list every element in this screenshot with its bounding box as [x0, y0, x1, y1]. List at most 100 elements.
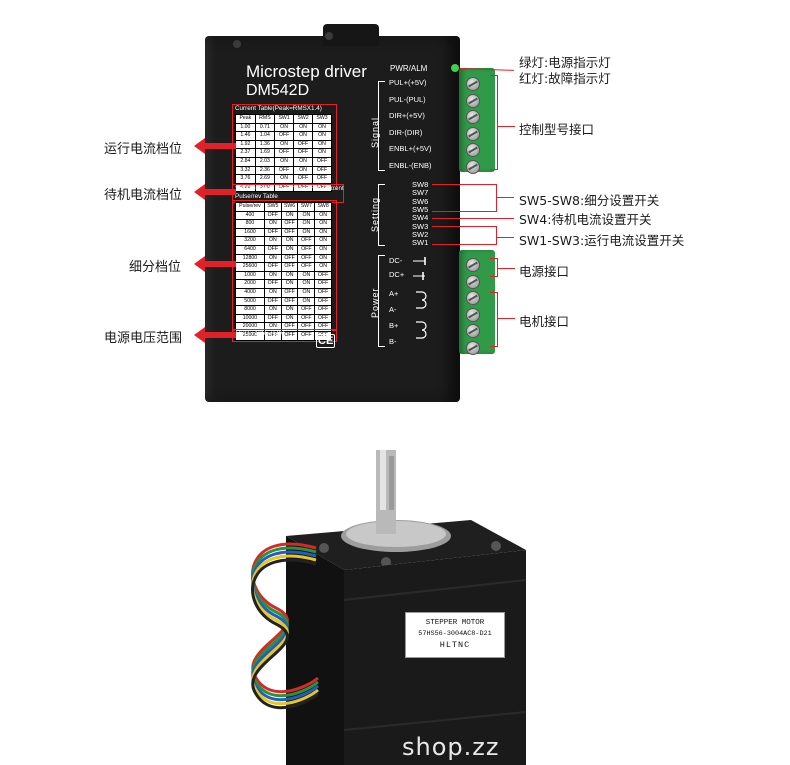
switch-label: SW8 — [412, 180, 429, 189]
current-table-cell: OFF — [274, 131, 295, 141]
pulse-table-cell: OFF — [314, 313, 332, 324]
motor-label-line1: STEPPER MOTOR — [425, 619, 485, 627]
bracket-power-bottom — [490, 276, 498, 278]
bracket-motor-vert — [497, 292, 499, 347]
terminal-screw — [466, 77, 480, 91]
pulse-table-cell: OFF — [263, 244, 282, 255]
current-table-cell: OFF — [293, 174, 314, 184]
bracket-sw1-3 — [496, 226, 498, 245]
current-table-header-cell: RMS — [254, 114, 276, 124]
mounting-hole — [233, 40, 241, 48]
pulse-table-cell: OFF — [314, 305, 332, 315]
setting-bracket — [378, 184, 385, 246]
pulse-table-cell: ON — [280, 210, 299, 221]
pulse-table-header-cell: SW6 — [280, 202, 299, 212]
bracket-signal-top — [490, 75, 498, 77]
current-table-cell: OFF — [312, 156, 332, 167]
current-table-cell: OFF — [293, 139, 314, 150]
pulse-table-cell: ON — [280, 279, 299, 289]
setting-section-label: Setting — [370, 196, 380, 232]
bracket-power-vert — [497, 258, 499, 277]
power-terminal-label: A+ — [389, 289, 399, 298]
current-table-cell: OFF — [312, 165, 332, 176]
current-table-cell: OFF — [293, 148, 314, 158]
pulse-table-cell: OFF — [263, 279, 282, 289]
current-table-cell: ON — [274, 139, 295, 150]
pulse-table-cell: ON — [280, 313, 299, 324]
pulse-table-header-cell: SW5 — [263, 202, 282, 212]
switch-label: SW5 — [412, 204, 429, 214]
current-table-cell: 1.04 — [254, 131, 276, 141]
current-table-cell: ON — [293, 156, 314, 167]
annotation-led-green: 绿灯:电源指示灯 — [519, 55, 611, 70]
mounting-tab — [323, 24, 379, 46]
current-table-cell: OFF — [274, 148, 295, 158]
switch-label: SW7 — [412, 188, 429, 198]
terminal-screw — [466, 159, 480, 174]
pulse-table-cell: 5000 — [235, 296, 265, 307]
arrow-standby-current — [194, 184, 236, 200]
line-sw3 — [432, 226, 496, 228]
annotation-motor-interface: 电机接口 — [519, 314, 570, 329]
arrow-microstep — [194, 256, 236, 272]
switch-label: SW3 — [412, 221, 429, 231]
pulse-table-cell: ON — [280, 236, 299, 246]
pulse-table-cell: ON — [280, 270, 299, 281]
driver-model: DM542D — [246, 82, 310, 99]
annotation-power-interface: 电源接口 — [519, 264, 570, 279]
pulse-table-cell: OFF — [280, 287, 299, 298]
annotation-voltage-range: 电源电压范围 — [104, 331, 183, 346]
terminal-screw — [466, 126, 480, 141]
pulse-table-cell: OFF — [280, 219, 299, 229]
pulse-table-cell: 2000 — [235, 279, 265, 289]
signal-terminal-label: ENBL-(ENB) — [389, 161, 432, 170]
current-table-cell: OFF — [312, 174, 332, 184]
pulse-table-cell: OFF — [314, 287, 332, 298]
power-bracket — [378, 255, 385, 347]
current-table-cell: 2.36 — [254, 165, 276, 176]
terminal-screw — [466, 258, 480, 272]
pulse-table-cell: OFF — [280, 296, 299, 307]
pulse-table-header-cell: SW8 — [314, 202, 332, 212]
bracket-signal-bottom — [490, 169, 498, 171]
current-table-cell: 2.37 — [235, 148, 256, 158]
pulse-table-cell: ON — [297, 227, 316, 238]
switch-label: SW1 — [412, 238, 429, 248]
pulse-table-cell: OFF — [297, 305, 316, 315]
signal-terminal-label: DIR+(+5V) — [389, 111, 425, 121]
current-table-cell: ON — [312, 122, 332, 133]
current-table-cell: ON — [312, 139, 332, 150]
signal-bracket — [378, 81, 385, 171]
mounting-hole — [325, 32, 333, 40]
switch-label: SW6 — [412, 196, 429, 206]
pulse-table-cell: 8000 — [235, 305, 265, 315]
terminal-screw — [466, 110, 480, 124]
current-table-cell: ON — [312, 148, 332, 158]
pulse-table-cell: 1000 — [235, 270, 265, 281]
current-table-cell: 0.71 — [254, 122, 276, 133]
pulse-table-cell: 1600 — [235, 227, 265, 238]
current-table-cell: 2.69 — [254, 174, 276, 184]
power-terminal-label: DC- — [389, 256, 403, 265]
terminal-screw — [466, 340, 480, 355]
annotation-run-current: 运行电流档位 — [104, 142, 183, 157]
current-table-cell: 3.32 — [235, 165, 256, 176]
current-table-cell: 1.69 — [254, 148, 276, 158]
line-power — [497, 268, 515, 270]
terminal-screw — [466, 274, 480, 289]
pulse-table-cell: ON — [263, 287, 282, 298]
terminal-screw — [466, 291, 480, 305]
pulse-table-cell: OFF — [297, 313, 316, 324]
bracket-signal-vert — [497, 75, 499, 170]
pulse-table-header-cell: SW7 — [297, 202, 316, 212]
